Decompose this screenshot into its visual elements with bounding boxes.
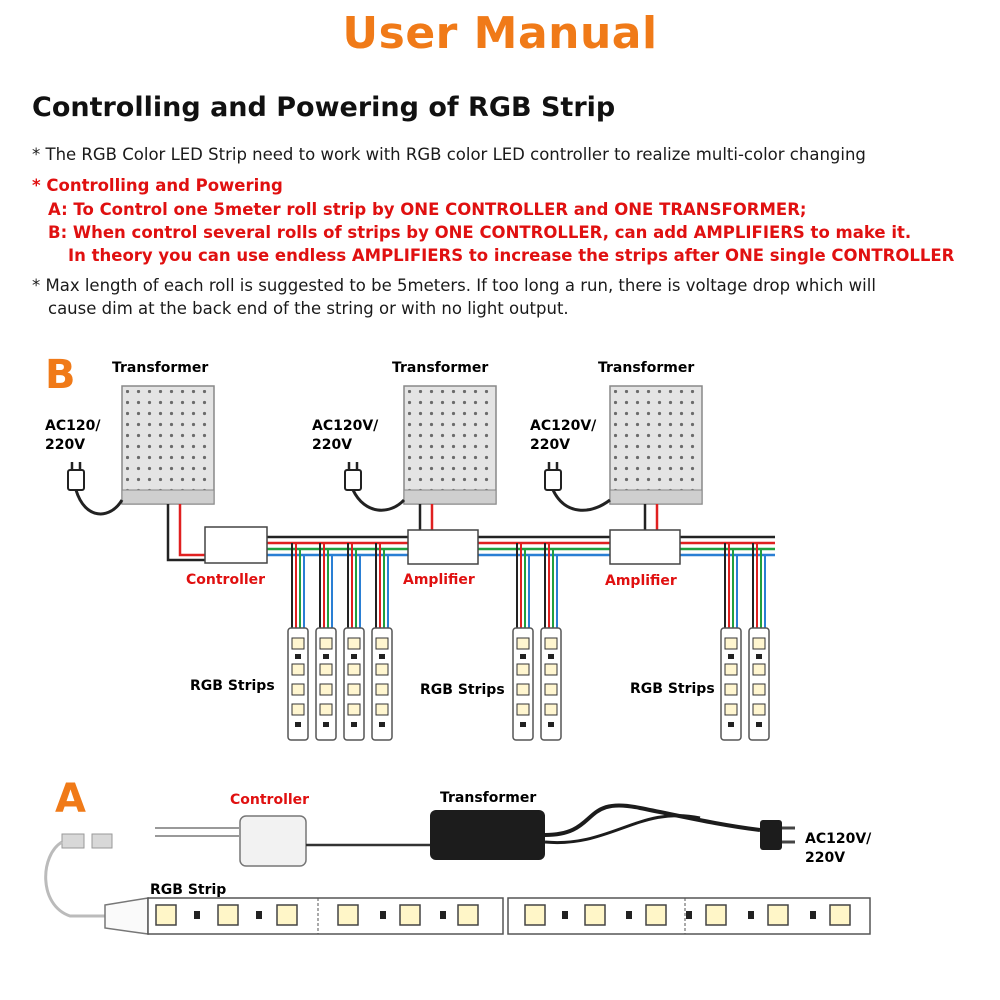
- ac-label-1a: AC120/: [45, 418, 101, 434]
- note-option-b: B: When control several rolls of strips …: [48, 223, 912, 242]
- ac-label-a1: AC120V/: [805, 831, 872, 847]
- diagram-b-letter: B: [45, 352, 76, 398]
- rgb-strips-label-3: RGB Strips: [630, 681, 715, 697]
- amplifier-label-1: Amplifier: [403, 572, 475, 588]
- strip-drop-wires: [291, 542, 766, 629]
- amplifier-label-2: Amplifier: [605, 573, 677, 589]
- rgb-strip: [287, 627, 309, 741]
- rgb-strip: [748, 627, 770, 741]
- transformer-3: [609, 385, 703, 505]
- transformer-label-2: Transformer: [392, 360, 488, 376]
- controller-label-a: Controller: [230, 792, 309, 808]
- amplifier-box-1: [407, 529, 479, 565]
- transformer-label-a: Transformer: [440, 790, 536, 806]
- power-cord-3: [551, 489, 611, 512]
- ac-label-a2: 220V: [805, 850, 845, 866]
- power-adapter: [430, 810, 545, 860]
- transformer-1: [121, 385, 215, 505]
- plug-2: [343, 460, 363, 492]
- transformer-label-1: Transformer: [112, 360, 208, 376]
- ac-label-1b: 220V: [45, 437, 85, 453]
- rgb-strip-a: [104, 897, 871, 935]
- wiring-diagram: B Transformer Transformer Transformer AC…: [44, 352, 872, 935]
- section-title: Controlling and Powering of RGB Strip: [32, 92, 616, 123]
- note-rgb-controller: * The RGB Color LED Strip need to work w…: [32, 145, 866, 164]
- note-max-length-cont: cause dim at the back end of the string …: [48, 299, 569, 318]
- controller-box: [204, 526, 268, 564]
- diagram-a-letter: A: [55, 776, 86, 822]
- rgb-strip: [720, 627, 742, 741]
- plug-3: [543, 460, 563, 492]
- transformer-label-3: Transformer: [598, 360, 694, 376]
- plug-1: [66, 460, 86, 492]
- rgb-strips-label-1: RGB Strips: [190, 678, 275, 694]
- ac-label-3a: AC120V/: [530, 418, 597, 434]
- note-controlling-heading: * Controlling and Powering: [32, 176, 283, 195]
- rgb-strips-label-2: RGB Strips: [420, 682, 505, 698]
- rgb-strip: [343, 627, 365, 741]
- page-title: User Manual: [342, 8, 658, 59]
- rgb-strip: [371, 627, 393, 741]
- rgb-strip: [540, 627, 562, 741]
- power-cord-1: [74, 489, 124, 516]
- ac-label-2a: AC120V/: [312, 418, 379, 434]
- rgb-strip: [315, 627, 337, 741]
- transformer-2: [403, 385, 497, 505]
- note-max-length: * Max length of each roll is suggested t…: [32, 276, 876, 295]
- note-option-a: A: To Control one 5meter roll strip by O…: [48, 200, 807, 219]
- rgb-strip-label-a: RGB Strip: [150, 882, 226, 898]
- rgb-strip: [512, 627, 534, 741]
- ac-plug-a: [760, 820, 782, 850]
- note-option-b-theory: In theory you can use endless AMPLIFIERS…: [68, 246, 955, 265]
- controller-a: [239, 815, 307, 867]
- power-cord-2: [351, 489, 406, 512]
- ac-label-2b: 220V: [312, 437, 352, 453]
- ac-label-3b: 220V: [530, 437, 570, 453]
- controller-label-b: Controller: [186, 572, 265, 588]
- amplifier-box-2: [609, 529, 681, 565]
